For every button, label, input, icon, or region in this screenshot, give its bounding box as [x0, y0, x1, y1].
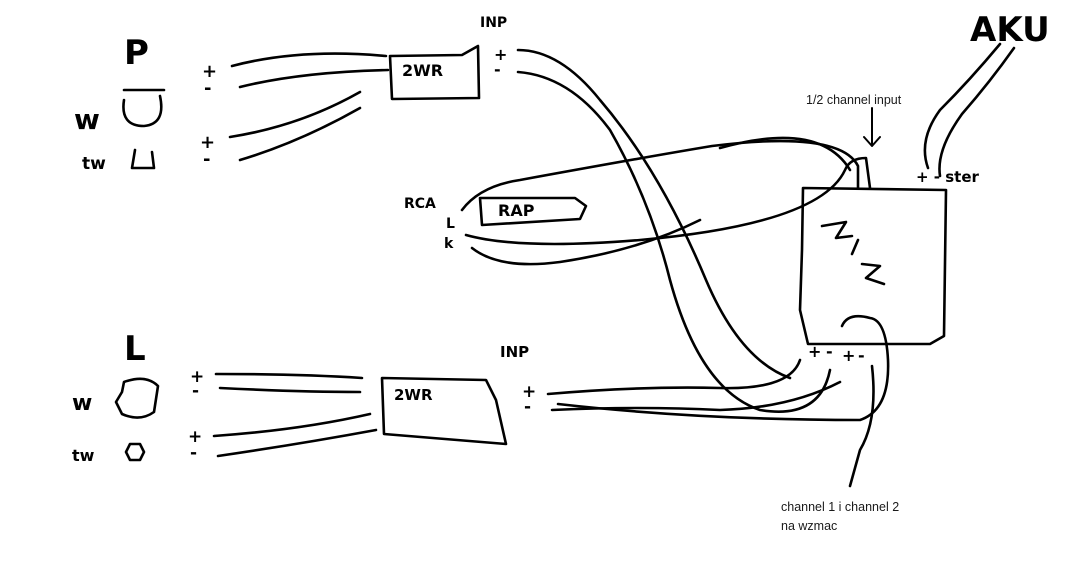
polarity-plus: +: [494, 45, 507, 64]
polarity-plus: +: [808, 342, 821, 361]
amplifier-scribble: [820, 220, 886, 286]
polarity-minus: -: [190, 443, 197, 463]
right-speaker-label: P: [124, 33, 149, 73]
channel-input-annotation: 1/2 channel input: [806, 93, 902, 107]
amplifier-box: [798, 186, 948, 346]
polarity-minus: -: [858, 346, 865, 365]
connection-wires: [516, 48, 890, 488]
top-crossover-label: 2WR: [402, 61, 443, 80]
polarity-minus: -: [494, 60, 501, 79]
rca-cables: [460, 139, 872, 266]
right-speaker-wires: [228, 52, 390, 162]
radio-box: [478, 196, 588, 227]
polarity-plus: +: [200, 132, 215, 153]
output-annotation-line2: na wzmac: [781, 519, 837, 533]
bottom-crossover-box: [380, 376, 508, 446]
polarity-minus: -: [204, 78, 211, 99]
channel-input-arrow: [863, 107, 881, 147]
radio-label: RAP: [498, 201, 535, 220]
polarity-minus: -: [524, 397, 531, 417]
left-woofer-shape: [114, 377, 160, 419]
left-speaker-wires: [212, 372, 378, 458]
polarity-plus: +: [190, 367, 204, 387]
left-speaker-label: L: [124, 329, 146, 369]
left-woofer-label: w: [72, 391, 92, 416]
bottom-input-label: INP: [500, 343, 529, 361]
battery-label: AKU: [970, 10, 1050, 50]
bottom-crossover-label: 2WR: [394, 386, 433, 404]
top-crossover-box: [388, 44, 481, 101]
left-tweeter-shape: [124, 442, 146, 462]
right-tweeter-shape: [130, 148, 156, 170]
rca-label: RCA: [404, 196, 436, 212]
polarity-minus: -: [203, 149, 210, 170]
rca-right-label: k: [444, 236, 454, 252]
right-woofer-shape: [122, 88, 166, 128]
polarity-minus: -: [826, 342, 833, 361]
polarity-plus: +: [202, 61, 217, 82]
polarity-plus: +: [188, 427, 202, 447]
top-input-label: INP: [480, 15, 507, 31]
output-annotation-line1: channel 1 i channel 2: [781, 500, 899, 514]
battery-wires: [923, 42, 1016, 178]
polarity-minus: -: [192, 381, 199, 401]
right-woofer-label: w: [74, 103, 100, 136]
rca-left-label: L: [446, 216, 455, 232]
left-tweeter-label: tw: [72, 446, 95, 465]
battery-terminals-label: + - ster: [916, 168, 980, 186]
polarity-plus: +: [842, 346, 855, 365]
polarity-plus: +: [522, 382, 536, 402]
right-tweeter-label: tw: [82, 154, 106, 174]
